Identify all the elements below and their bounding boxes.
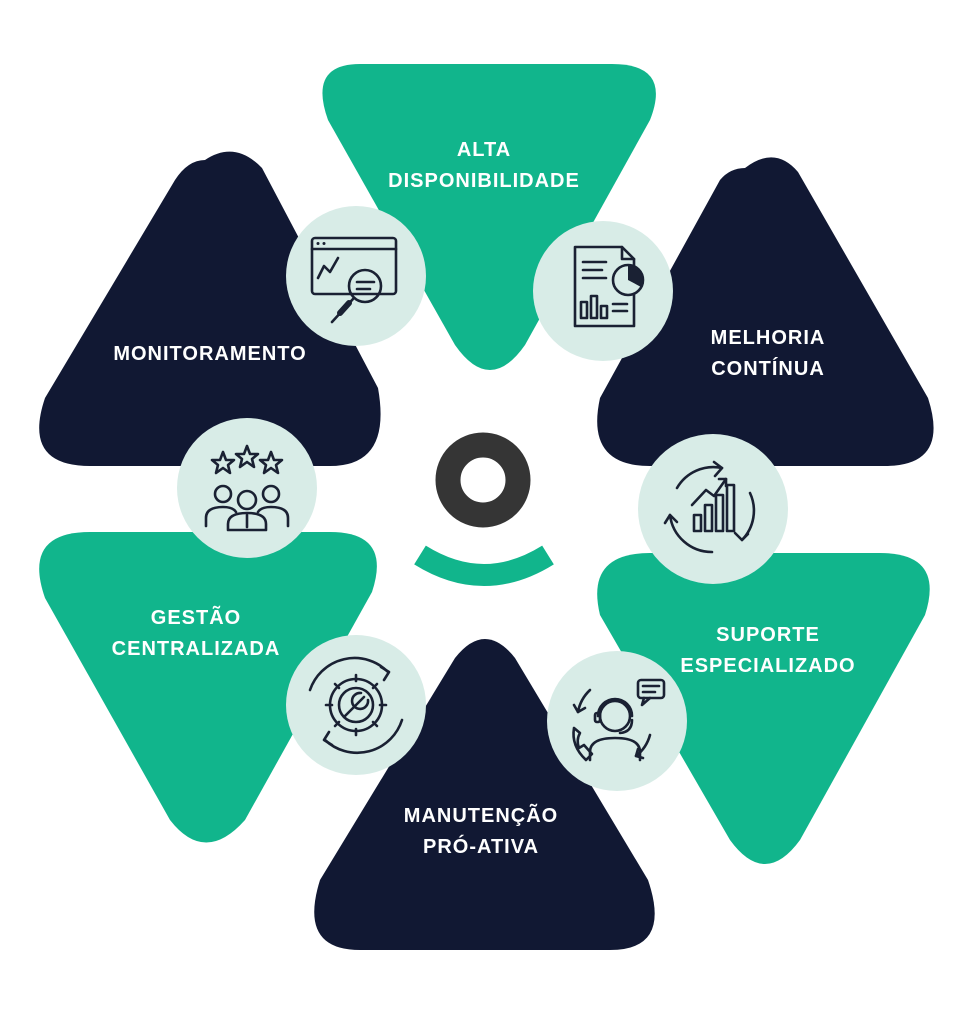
segment-manutencao-pro-ativa: MANUTENÇÃO PRÓ-ATIVA <box>314 639 655 950</box>
label-gestao-line2: CENTRALIZADA <box>112 638 281 660</box>
label-monitoramento: MONITORAMENTO <box>113 343 306 365</box>
triangle-melhoria-continua <box>597 157 934 467</box>
growth-cycle-icon-badge <box>638 434 788 584</box>
triangle-alta-disponibilidade <box>322 64 656 370</box>
label-manutencao-line2: PRÓ-ATIVA <box>423 834 539 858</box>
label-melhoria-line2: CONTÍNUA <box>711 357 825 380</box>
label-suporte-line1: SUPORTE <box>716 624 820 646</box>
gear-wrench-icon <box>308 656 404 755</box>
label-alta-line2: DISPONIBILIDADE <box>388 170 580 192</box>
document-chart-icon <box>573 245 645 328</box>
support-agent-icon <box>572 678 666 762</box>
logo-ring <box>435 432 531 528</box>
segment-gestao-centralizada: GESTÃO CENTRALIZADA <box>39 532 377 843</box>
gear-wrench-icon-badge <box>286 635 426 775</box>
label-manutencao-line1: MANUTENÇÃO <box>404 804 558 827</box>
monitor-search-icon <box>310 236 398 324</box>
logo-arc <box>414 545 554 586</box>
segment-monitoramento: MONITORAMENTO <box>39 151 381 466</box>
triangle-gestao-centralizada <box>39 532 377 843</box>
triangle-monitoramento <box>39 151 381 466</box>
label-melhoria-line1: MELHORIA <box>711 327 826 349</box>
label-gestao-line1: GESTÃO <box>151 606 241 629</box>
brand-ring-smile-logo <box>414 432 554 586</box>
segment-suporte-especializado: SUPORTE ESPECIALIZADO <box>597 553 930 864</box>
document-chart-icon-badge <box>533 221 673 361</box>
segment-alta-disponibilidade: ALTA DISPONIBILIDADE <box>322 64 656 370</box>
monitor-search-icon-badge <box>286 206 426 346</box>
label-alta-line1: ALTA <box>457 139 511 161</box>
triangle-suporte-especializado <box>597 553 930 864</box>
label-suporte-line2: ESPECIALIZADO <box>680 655 855 677</box>
team-rating-icon <box>204 444 290 532</box>
growth-cycle-icon <box>663 460 756 554</box>
segment-melhoria-continua: MELHORIA CONTÍNUA <box>597 157 934 467</box>
team-rating-icon-badge <box>177 418 317 558</box>
support-agent-icon-badge <box>547 651 687 791</box>
triangle-manutencao-pro-ativa <box>314 639 655 950</box>
